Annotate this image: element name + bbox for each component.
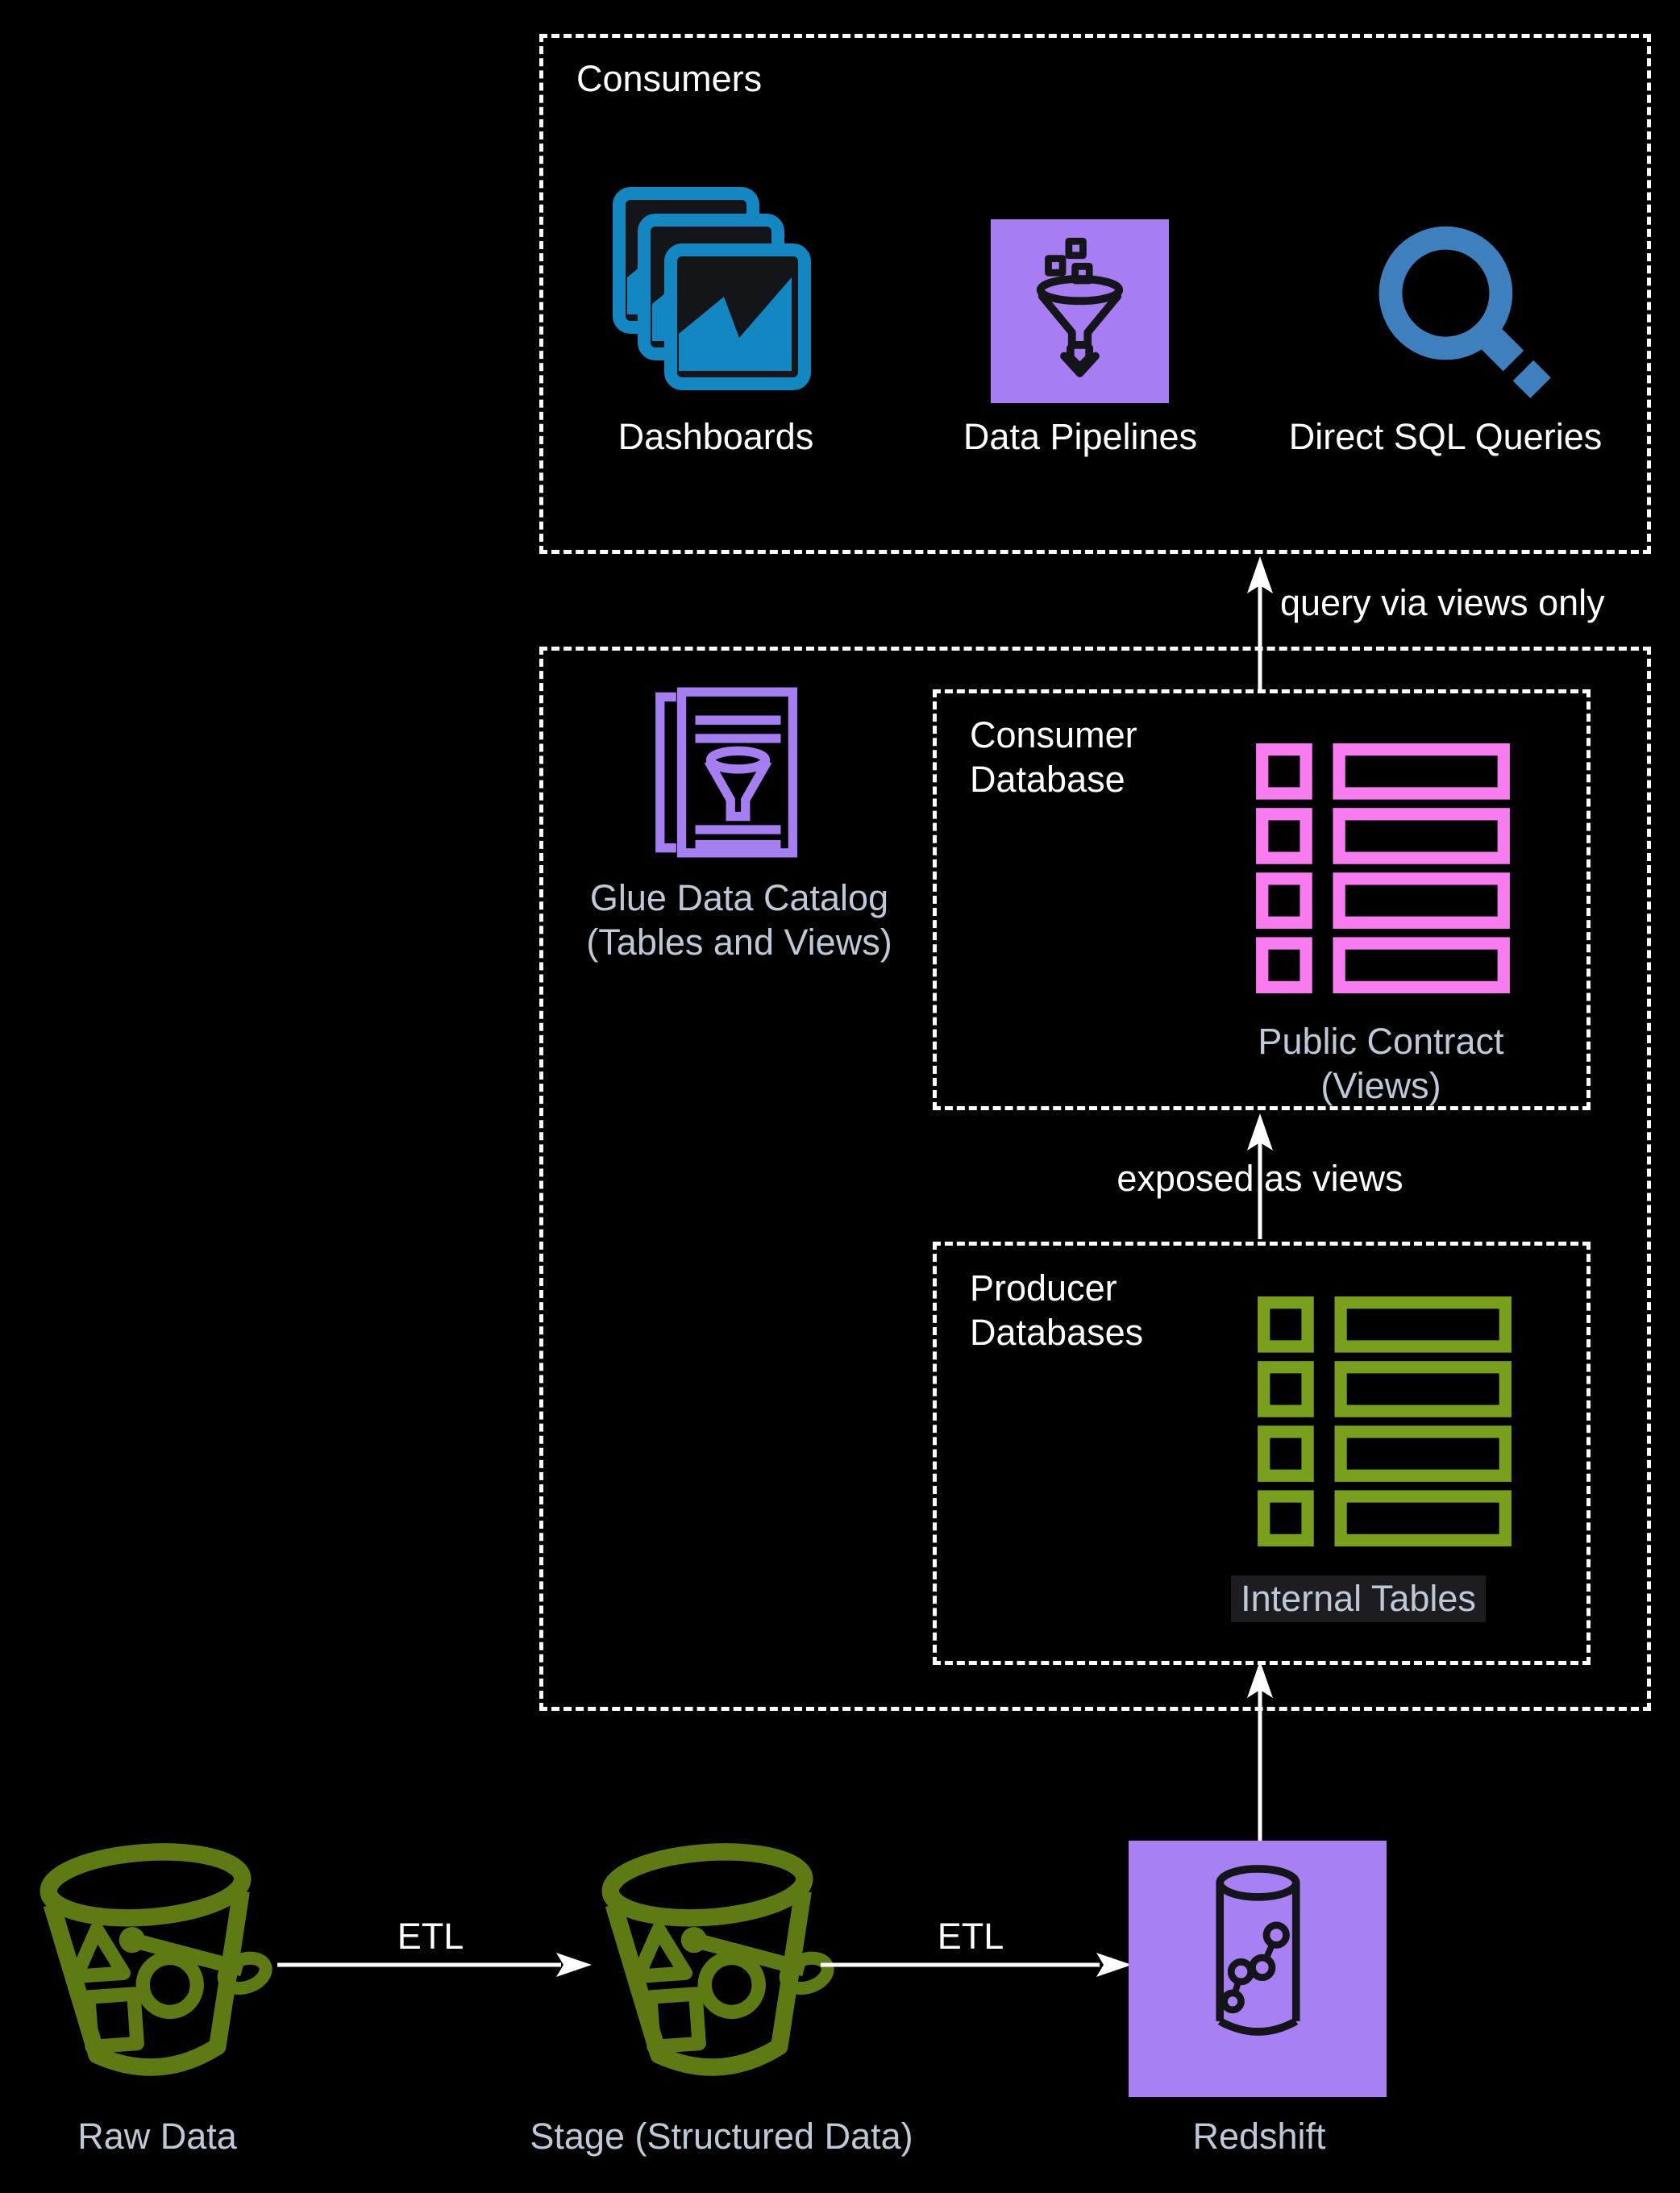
magnifier-icon xyxy=(1379,226,1551,398)
public-contract-line2: (Views) xyxy=(1320,1065,1441,1106)
etl-arrow-2 xyxy=(821,1953,1132,1977)
platform-box xyxy=(539,647,1651,1711)
redshift-cylinder-icon xyxy=(1216,1865,1300,2036)
producer-databases-title-line2: Databases xyxy=(970,1312,1144,1353)
producer-databases-title-line1: Producer xyxy=(970,1267,1117,1309)
public-contract-label: Public Contract (Views) xyxy=(1258,1019,1503,1108)
raw-data-bucket-icon xyxy=(40,1843,272,2076)
etl-label-1: ETL xyxy=(397,1916,464,1957)
consumers-box xyxy=(539,34,1651,554)
exposed-arrow-label: exposed as views xyxy=(1117,1158,1403,1199)
direct-sql-queries-label: Direct SQL Queries xyxy=(1288,416,1603,457)
glue-label-line2: (Tables and Views) xyxy=(586,922,892,963)
consumers-title: Consumers xyxy=(576,58,763,99)
consumer-database-title: Consumer Database xyxy=(970,713,1137,801)
funnel-icon xyxy=(1036,237,1124,377)
exposed-arrow xyxy=(1247,1113,1273,1239)
producer-databases-box xyxy=(933,1242,1591,1665)
views-table-icon xyxy=(1256,743,1510,994)
consumer-database-box xyxy=(933,689,1591,1110)
glue-label-line1: Glue Data Catalog xyxy=(589,877,889,918)
glue-label: Glue Data Catalog (Tables and Views) xyxy=(586,876,892,964)
public-contract-line1: Public Contract xyxy=(1258,1021,1504,1062)
stage-label: Stage (Structured Data) xyxy=(530,2116,913,2157)
producer-databases-title: Producer Databases xyxy=(970,1266,1143,1354)
internal-table-icon xyxy=(1258,1296,1512,1547)
etl-arrow-1 xyxy=(277,1953,592,1977)
dashboards-label: Dashboards xyxy=(618,416,814,457)
consumer-database-title-line1: Consumer xyxy=(970,714,1137,755)
data-pipelines-tile xyxy=(991,219,1169,403)
stage-bucket-icon xyxy=(601,1843,834,2076)
consumer-database-title-line2: Database xyxy=(970,759,1125,800)
etl-label-2: ETL xyxy=(937,1916,1004,1957)
raw-data-label: Raw Data xyxy=(77,2116,237,2157)
glue-data-catalog-icon xyxy=(655,687,798,858)
internal-tables-label: Internal Tables xyxy=(1231,1575,1486,1622)
query-arrow xyxy=(1247,556,1273,689)
query-arrow-label: query via views only xyxy=(1280,582,1605,623)
dashboards-icon xyxy=(613,187,811,390)
redshift-label: Redshift xyxy=(1192,2116,1326,2157)
data-pipelines-label: Data Pipelines xyxy=(963,416,1198,457)
redshift-tile xyxy=(1129,1841,1387,2097)
redshift-to-producer-arrow xyxy=(1247,1661,1273,1841)
